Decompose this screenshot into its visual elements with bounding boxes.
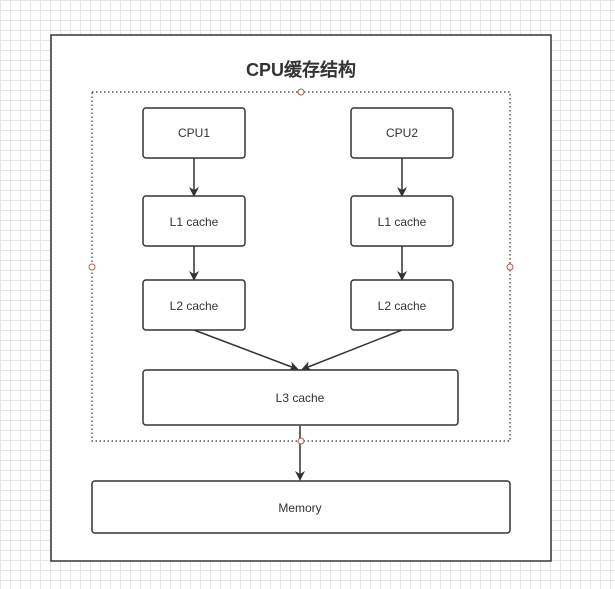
node-l1-cache-left-label: L1 cache <box>170 215 219 229</box>
diagram-title: CPU缓存结构 <box>246 59 356 80</box>
node-l1-cache-left[interactable]: L1 cache <box>142 195 246 247</box>
node-cpu1-label: CPU1 <box>178 126 210 140</box>
selection-handle-top[interactable] <box>297 88 305 96</box>
selection-handle-bottom[interactable] <box>297 437 305 445</box>
node-l3-cache-label: L3 cache <box>276 391 325 405</box>
node-cpu2[interactable]: CPU2 <box>350 107 454 159</box>
node-l2-cache-left-label: L2 cache <box>170 299 219 313</box>
node-l2-cache-right-label: L2 cache <box>378 299 427 313</box>
selection-handle-right[interactable] <box>506 263 514 271</box>
node-l3-cache[interactable]: L3 cache <box>142 369 459 426</box>
node-memory-label: Memory <box>278 501 321 515</box>
node-l2-cache-left[interactable]: L2 cache <box>142 279 246 331</box>
node-l1-cache-right-label: L1 cache <box>378 215 427 229</box>
node-cpu2-label: CPU2 <box>386 126 418 140</box>
node-l2-cache-right[interactable]: L2 cache <box>350 279 454 331</box>
node-memory[interactable]: Memory <box>91 480 511 534</box>
edge-l2-left-l3 <box>193 329 299 371</box>
node-l1-cache-right[interactable]: L1 cache <box>350 195 454 247</box>
node-cpu1[interactable]: CPU1 <box>142 107 246 159</box>
selection-handle-left[interactable] <box>88 263 96 271</box>
edge-l2-right-l3 <box>301 329 403 371</box>
